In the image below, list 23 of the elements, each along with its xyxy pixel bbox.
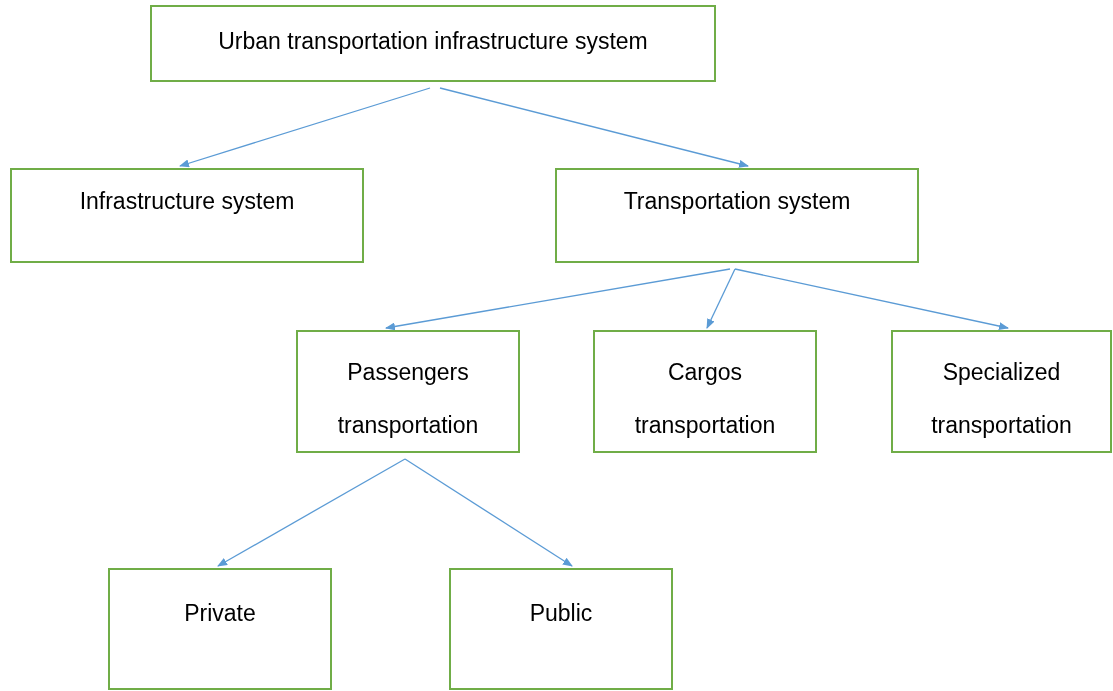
process-box — [555, 168, 919, 263]
process-box — [593, 330, 817, 453]
arrow — [179, 87, 431, 168]
box-label: Passengers transportation — [336, 358, 480, 440]
process-box — [449, 568, 673, 690]
box-label: Cargos transportation — [633, 358, 777, 440]
box-label: Transportation system — [623, 187, 851, 216]
arrow — [734, 268, 1009, 330]
process-box — [108, 568, 332, 690]
box-label: Infrastructure system — [79, 187, 295, 216]
process-box — [891, 330, 1112, 453]
process-box — [296, 330, 520, 453]
process-box — [150, 5, 716, 82]
box-label: Public — [529, 599, 593, 628]
arrow — [404, 458, 573, 567]
box-label: Private — [184, 599, 256, 628]
arrow — [706, 268, 736, 329]
process-box — [10, 168, 364, 263]
box-label: Urban transportation infrastructure system — [218, 27, 648, 56]
box-label: Specialized transportation — [930, 358, 1073, 440]
arrow — [439, 87, 749, 168]
arrow — [385, 268, 731, 331]
arrow — [217, 458, 406, 567]
